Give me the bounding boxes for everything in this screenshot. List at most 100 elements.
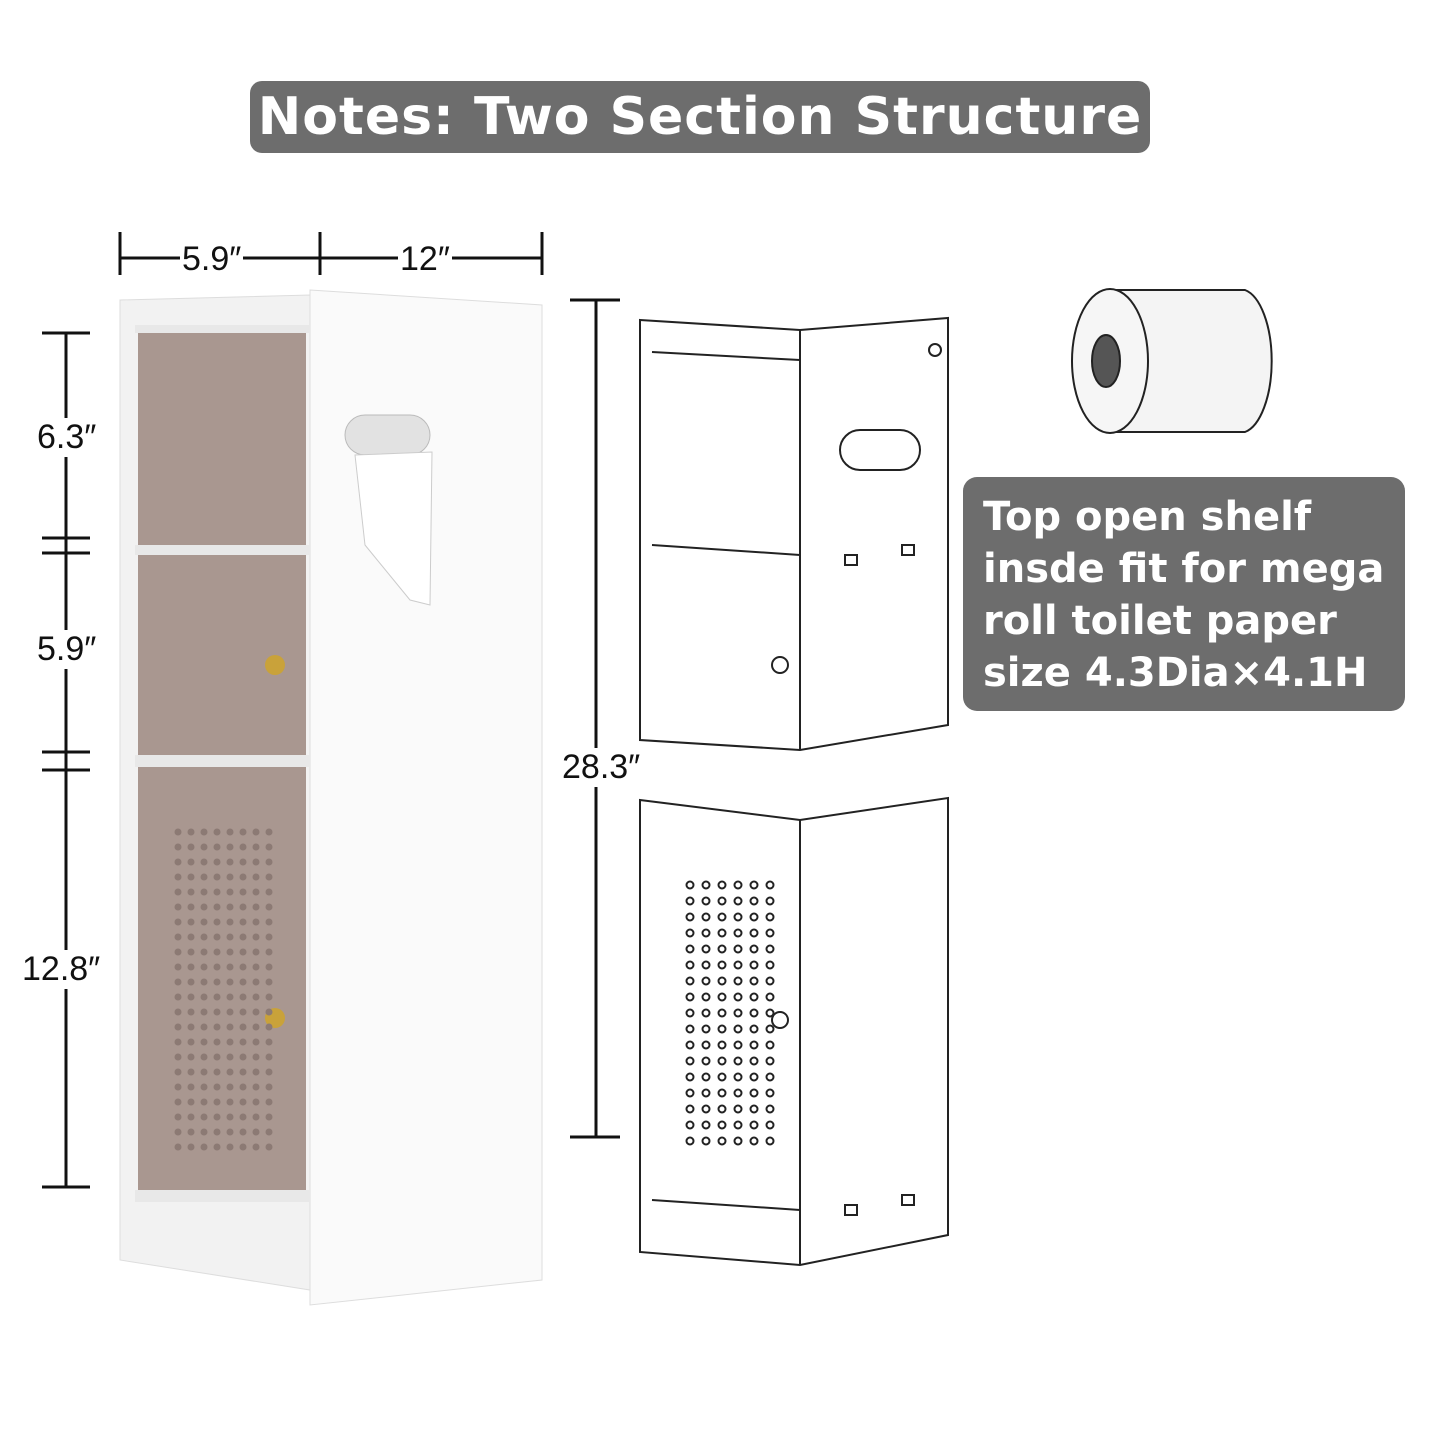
vent-hole	[717, 1120, 727, 1130]
vent-hole	[213, 843, 221, 851]
vent-hole	[252, 948, 260, 956]
vent-hole	[200, 1038, 208, 1046]
vent-hole	[685, 1088, 695, 1098]
vent-hole	[733, 960, 743, 970]
vent-hole	[265, 873, 273, 881]
vent-hole	[200, 1053, 208, 1061]
vent-hole	[174, 918, 182, 926]
vent-hole	[252, 1098, 260, 1106]
vent-hole	[265, 843, 273, 851]
vent-hole	[187, 1038, 195, 1046]
vent-hole	[213, 1068, 221, 1076]
vent-hole	[226, 843, 234, 851]
vent-hole	[226, 993, 234, 1001]
vent-hole	[265, 858, 273, 866]
vent-hole	[213, 948, 221, 956]
middle-height-label: 5.9″	[35, 630, 99, 669]
vent-hole	[226, 1098, 234, 1106]
vent-hole	[200, 1143, 208, 1151]
vent-hole	[685, 1024, 695, 1034]
width-label: 12″	[398, 240, 452, 279]
vent-hole	[765, 976, 775, 986]
vent-hole	[239, 1068, 247, 1076]
vent-hole	[174, 1008, 182, 1016]
vent-hole	[200, 1098, 208, 1106]
vent-hole	[733, 1120, 743, 1130]
vent-hole	[239, 843, 247, 851]
vent-hole	[733, 1104, 743, 1114]
vent-hole	[765, 928, 775, 938]
vent-hole	[252, 873, 260, 881]
vent-hole	[252, 993, 260, 1001]
vent-hole	[265, 1008, 273, 1016]
vent-hole	[239, 1143, 247, 1151]
vent-hole	[239, 888, 247, 896]
vent-hole	[174, 1128, 182, 1136]
vent-hole	[749, 928, 759, 938]
vent-hole	[252, 1083, 260, 1091]
vent-hole	[174, 1098, 182, 1106]
vent-hole	[239, 828, 247, 836]
vent-hole	[685, 1040, 695, 1050]
vent-hole	[252, 963, 260, 971]
vent-hole	[239, 1038, 247, 1046]
vent-hole	[239, 1128, 247, 1136]
vent-hole	[187, 993, 195, 1001]
vent-hole	[685, 1136, 695, 1146]
vent-hole	[733, 992, 743, 1002]
vent-hole	[226, 1113, 234, 1121]
vent-hole	[717, 944, 727, 954]
vent-hole	[717, 880, 727, 890]
vent-hole	[749, 912, 759, 922]
vent-hole	[213, 1023, 221, 1031]
vent-hole	[174, 828, 182, 836]
vent-hole	[252, 1143, 260, 1151]
vent-hole	[749, 1008, 759, 1018]
vent-hole	[749, 944, 759, 954]
vent-hole	[749, 1072, 759, 1082]
vent-hole	[239, 858, 247, 866]
vent-hole	[239, 1098, 247, 1106]
vent-hole	[213, 828, 221, 836]
vent-hole	[749, 1040, 759, 1050]
vent-hole	[213, 1098, 221, 1106]
vent-hole	[226, 948, 234, 956]
vent-hole	[717, 1024, 727, 1034]
note-line: roll toilet paper	[983, 598, 1337, 644]
vent-hole	[226, 903, 234, 911]
vent-hole	[265, 1128, 273, 1136]
vent-hole	[187, 918, 195, 926]
vent-hole	[765, 1120, 775, 1130]
vent-hole	[701, 960, 711, 970]
vent-hole	[187, 843, 195, 851]
note-box: Top open shelf insde fit for mega roll t…	[963, 477, 1405, 711]
vent-hole	[226, 858, 234, 866]
vent-hole	[733, 1088, 743, 1098]
vent-hole	[685, 912, 695, 922]
vent-hole	[252, 918, 260, 926]
upper-section-drawing	[639, 316, 949, 752]
vent-hole	[213, 993, 221, 1001]
vent-hole	[213, 963, 221, 971]
vent-hole	[239, 993, 247, 1001]
vent-hole	[717, 976, 727, 986]
vent-hole	[213, 978, 221, 986]
vent-hole	[239, 903, 247, 911]
lower-section-drawing	[639, 796, 949, 1267]
vent-hole	[174, 948, 182, 956]
vent-hole	[239, 948, 247, 956]
vent-hole	[265, 1023, 273, 1031]
vent-hole	[239, 1053, 247, 1061]
vent-hole	[226, 1128, 234, 1136]
vent-hole	[749, 1136, 759, 1146]
vent-hole	[239, 873, 247, 881]
vent-hole	[187, 873, 195, 881]
note-line: Top open shelf	[983, 494, 1312, 540]
vent-hole	[252, 828, 260, 836]
vent-hole	[174, 1113, 182, 1121]
vent-hole	[200, 978, 208, 986]
vent-hole	[187, 1023, 195, 1031]
vent-hole	[765, 944, 775, 954]
vent-hole	[749, 880, 759, 890]
vent-hole	[187, 1068, 195, 1076]
